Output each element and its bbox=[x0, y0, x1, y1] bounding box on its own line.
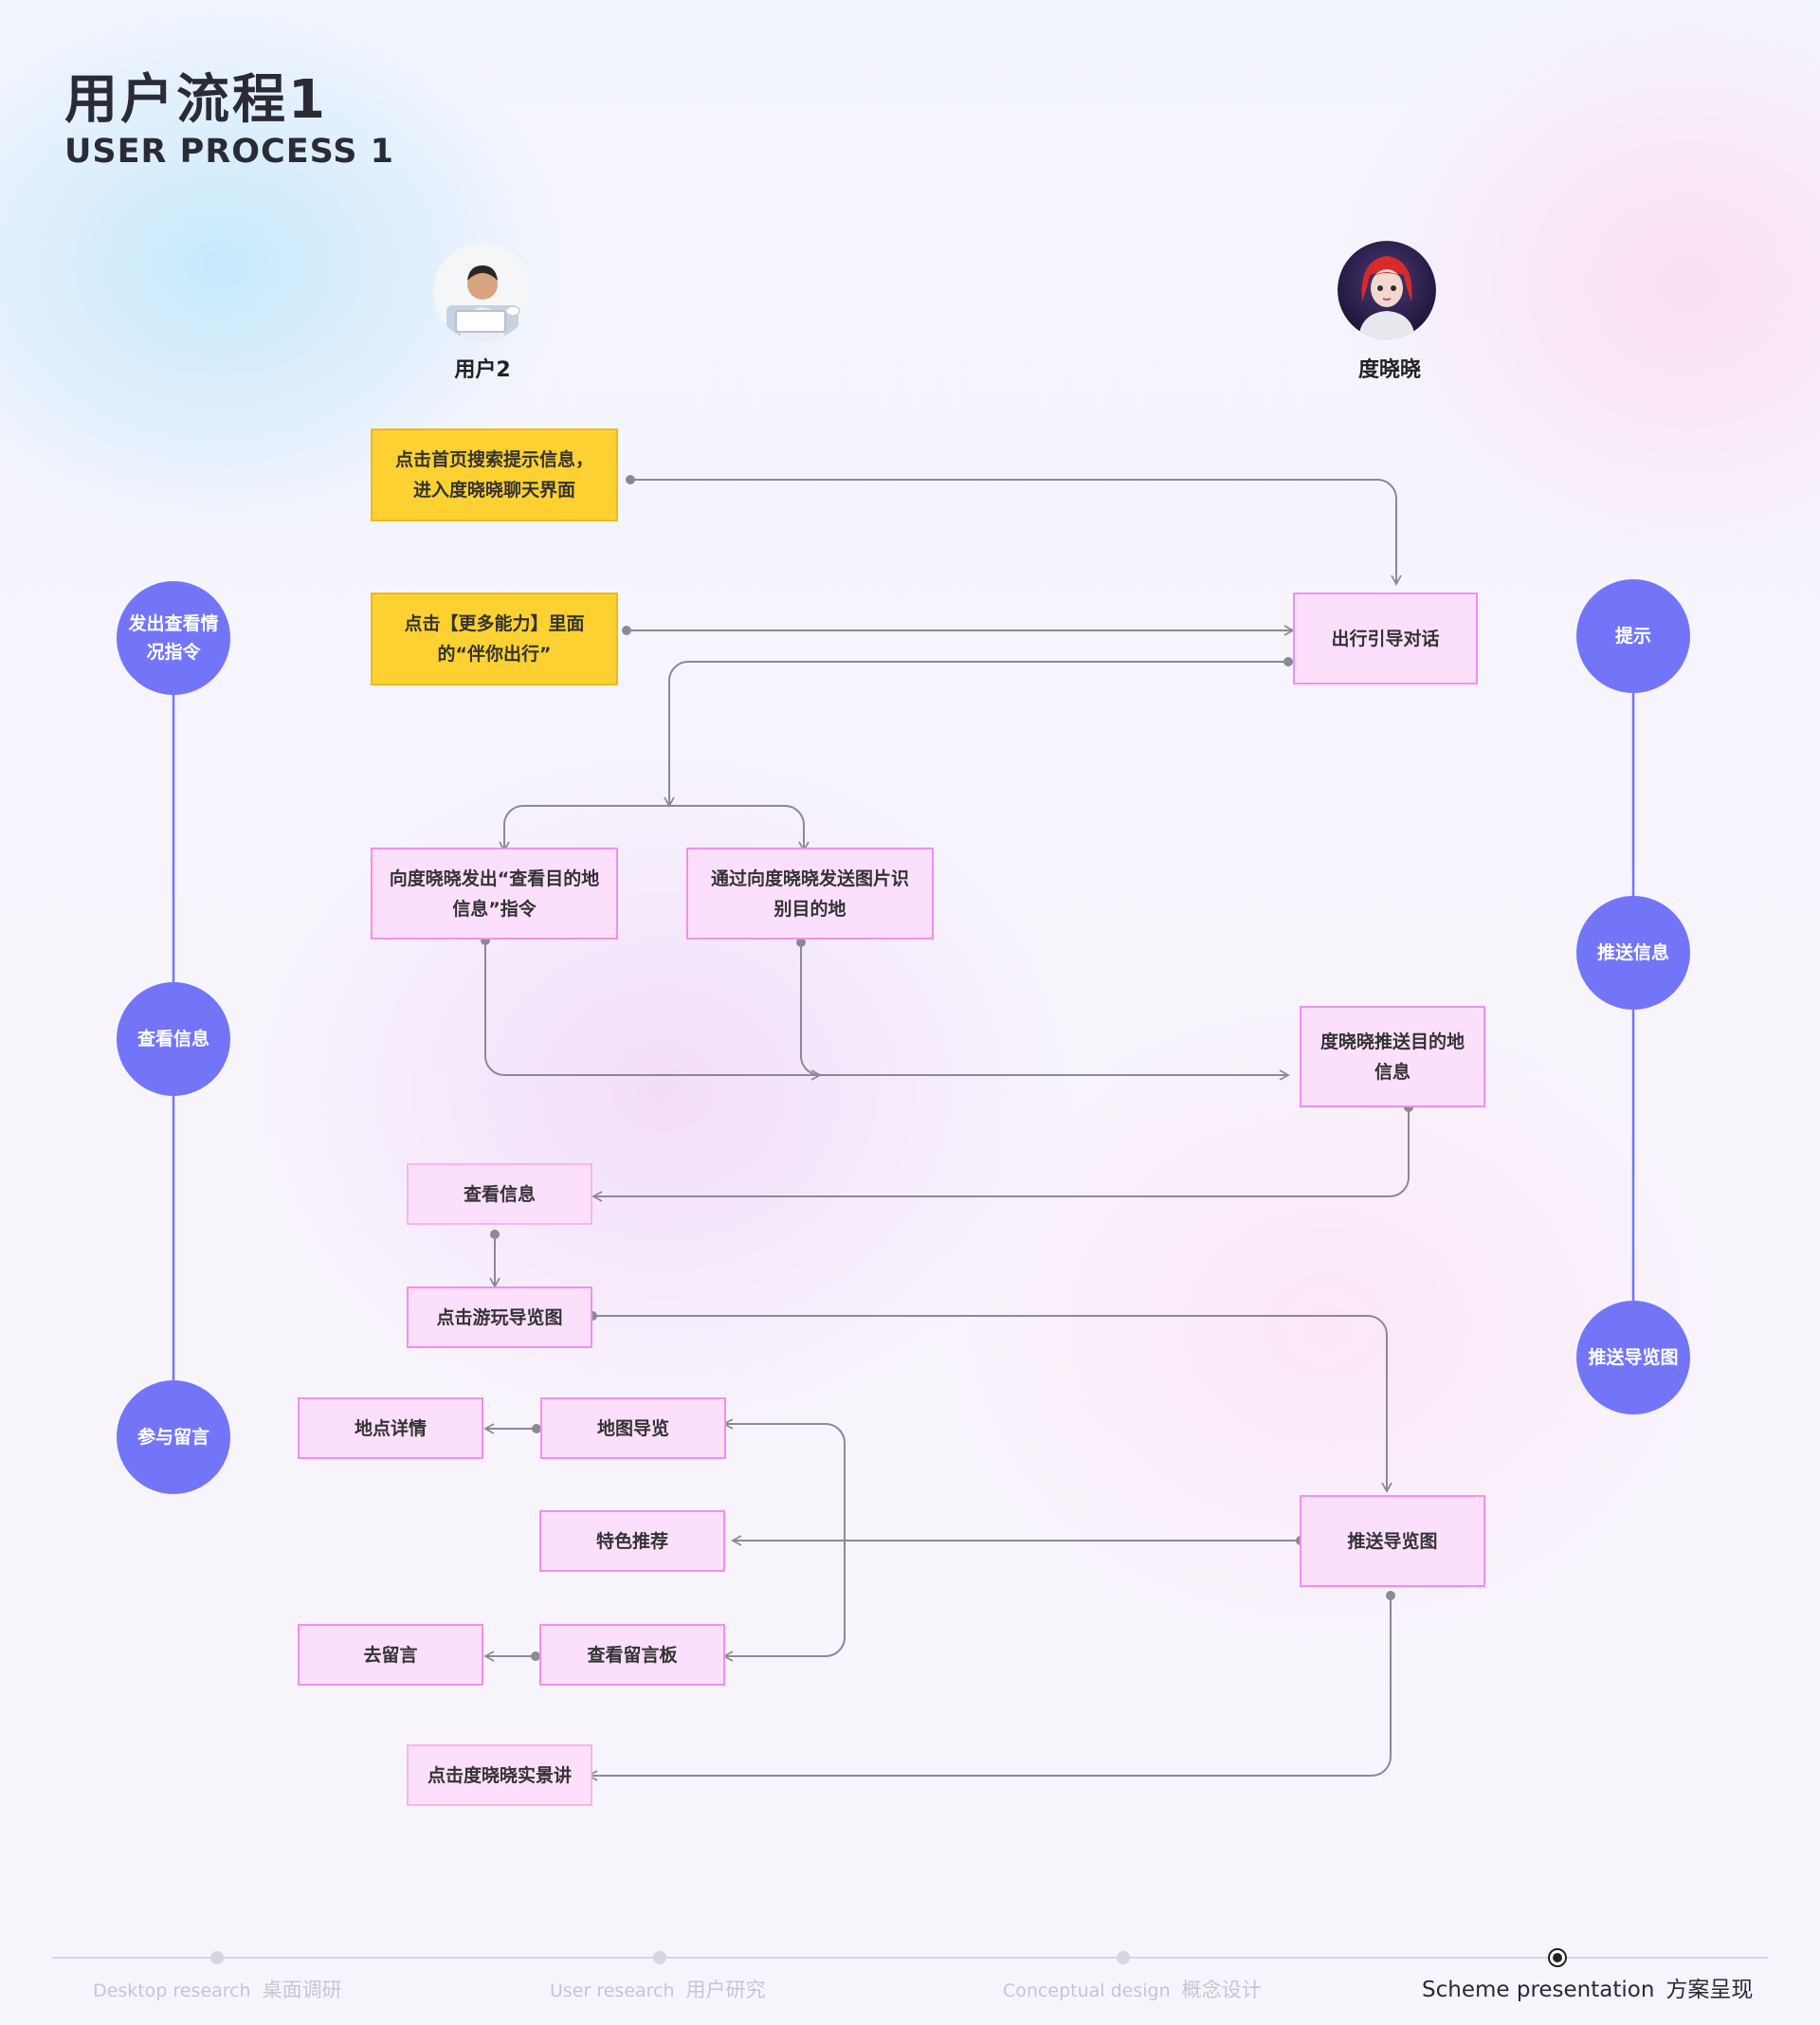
node-message-board: 查看留言板 bbox=[539, 1624, 725, 1686]
right-stage-push-map: 推送导览图 bbox=[1576, 1301, 1690, 1414]
node-click-guide-map: 点击游玩导览图 bbox=[407, 1286, 592, 1348]
node-push-guide-map: 推送导览图 bbox=[1300, 1495, 1485, 1587]
left-stage-message: 参与留言 bbox=[117, 1380, 230, 1494]
left-stage-command: 发出查看情况指令 bbox=[117, 581, 230, 695]
connector-command-to-destination bbox=[484, 940, 1290, 1081]
connector-branch-to-command bbox=[499, 805, 669, 852]
node-more-abilities: 点击【更多能力】里面的“伴你出行” bbox=[371, 593, 618, 685]
assistant-actor-name: 度晓晓 bbox=[1357, 358, 1421, 382]
node-travel-dialog: 出行引导对话 bbox=[1293, 593, 1478, 684]
red-hair-virtual-girl-avatar bbox=[1338, 241, 1436, 339]
connector-dialog-to-branch bbox=[664, 661, 1288, 808]
page-subtitle: USER PROCESS 1 bbox=[64, 133, 395, 171]
node-send-image: 通过向度晓晓发送图片识别目的地 bbox=[686, 848, 934, 940]
connector-search-to-dialog bbox=[630, 479, 1402, 586]
node-live-tour: 点击度晓晓实景讲 bbox=[407, 1744, 592, 1806]
left-stage-view-info: 查看信息 bbox=[117, 982, 230, 1096]
connector-push-to-live bbox=[587, 1596, 1392, 1781]
node-map-guide: 地图导览 bbox=[540, 1397, 726, 1459]
connector-branch-to-map bbox=[722, 1418, 846, 1574]
right-stage-prompt: 提示 bbox=[1576, 579, 1690, 693]
node-place-detail: 地点详情 bbox=[298, 1397, 483, 1459]
page-title: 用户流程1 bbox=[64, 69, 328, 131]
connector-image-to-destination bbox=[800, 942, 822, 1081]
connector-branch-to-board bbox=[722, 1574, 846, 1662]
right-stage-push-info: 推送信息 bbox=[1576, 896, 1690, 1010]
node-send-command: 向度晓晓发出“查看目的地信息”指令 bbox=[371, 848, 618, 940]
node-featured: 特色推荐 bbox=[539, 1510, 725, 1572]
node-leave-message: 去留言 bbox=[298, 1624, 483, 1686]
connector-destination-to-view bbox=[592, 1107, 1410, 1202]
node-push-destination: 度晓晓推送目的地信息 bbox=[1300, 1006, 1485, 1107]
node-search-tip: 点击首页搜索提示信息，进入度晓晓聊天界面 bbox=[371, 429, 618, 521]
man-with-laptop-avatar bbox=[433, 243, 532, 341]
connector-guide-to-push bbox=[592, 1315, 1392, 1493]
connector-branch-to-image bbox=[669, 805, 810, 852]
node-view-info: 查看信息 bbox=[407, 1163, 592, 1225]
user-actor-name: 用户2 bbox=[454, 358, 511, 382]
